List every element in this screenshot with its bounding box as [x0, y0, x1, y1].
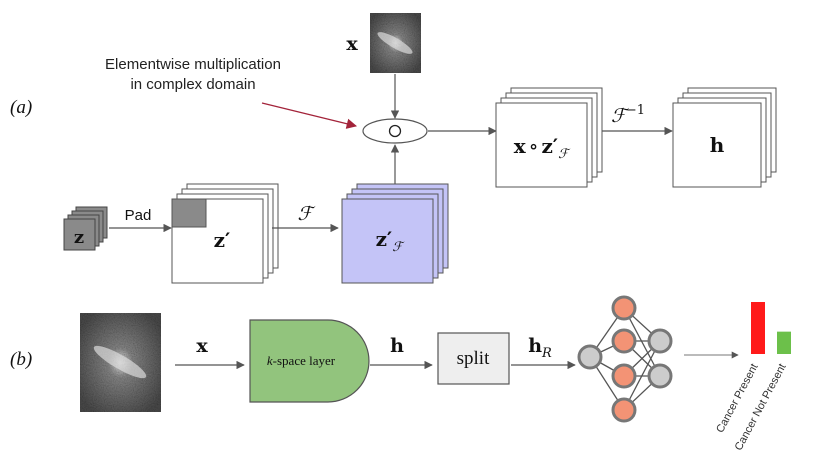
- bar-label-cancer-not-present: Cancer Not Present: [733, 362, 789, 453]
- z-stack: [63, 206, 108, 251]
- h-symbol-bottom: h: [390, 335, 404, 357]
- output-bar-cancer-not-present: [777, 331, 791, 354]
- pad-label: Pad: [125, 207, 152, 224]
- annotation-line-1: Elementwise multiplication: [105, 56, 281, 73]
- output-bar-chart: [751, 302, 791, 354]
- z-prime-f-label: z′ℱ: [376, 227, 406, 255]
- panel-label-a: (a): [10, 97, 32, 118]
- product-stack: [495, 87, 603, 188]
- z-prime-stack: [171, 183, 279, 284]
- network-output-node: [647, 363, 673, 389]
- product-label: x∘z′ℱ: [514, 134, 571, 162]
- network-output-node: [647, 328, 673, 354]
- network-hidden-node: [611, 328, 637, 354]
- x-symbol-top: x: [346, 33, 358, 55]
- network-input-node: [577, 344, 603, 370]
- z-symbol: z: [74, 227, 84, 248]
- split-block: [437, 332, 510, 385]
- kspace-layer-label: k-space layer: [267, 353, 336, 368]
- network-nodes: [577, 295, 673, 423]
- kspace-image-x-top: [370, 13, 421, 73]
- x-symbol-bottom: x: [196, 335, 208, 357]
- multiply-node: [362, 118, 428, 144]
- network-hidden-node: [611, 363, 637, 389]
- annotation-arrow: [261, 102, 358, 129]
- kspace-image-x-bottom: [80, 313, 161, 412]
- network-hidden-node: [611, 397, 637, 423]
- network-hidden-node: [611, 295, 637, 321]
- z-prime-f-stack: [341, 183, 449, 284]
- split-label: split: [457, 348, 490, 369]
- z-prime-label: z′: [214, 228, 231, 252]
- annotation-line-2: in complex domain: [130, 76, 255, 93]
- kspace-layer-block: [249, 319, 370, 403]
- hr-label: hR: [528, 335, 552, 361]
- h-symbol-top: h: [710, 133, 725, 157]
- panel-label-b: (b): [10, 349, 32, 370]
- h-stack: [672, 87, 777, 188]
- output-bar-labels: Cancer Present Cancer Not Present: [714, 362, 788, 453]
- fourier-label: ℱ: [298, 203, 316, 225]
- output-bar-cancer-present: [751, 302, 765, 354]
- inverse-fourier-label: ℱ−1: [611, 103, 645, 127]
